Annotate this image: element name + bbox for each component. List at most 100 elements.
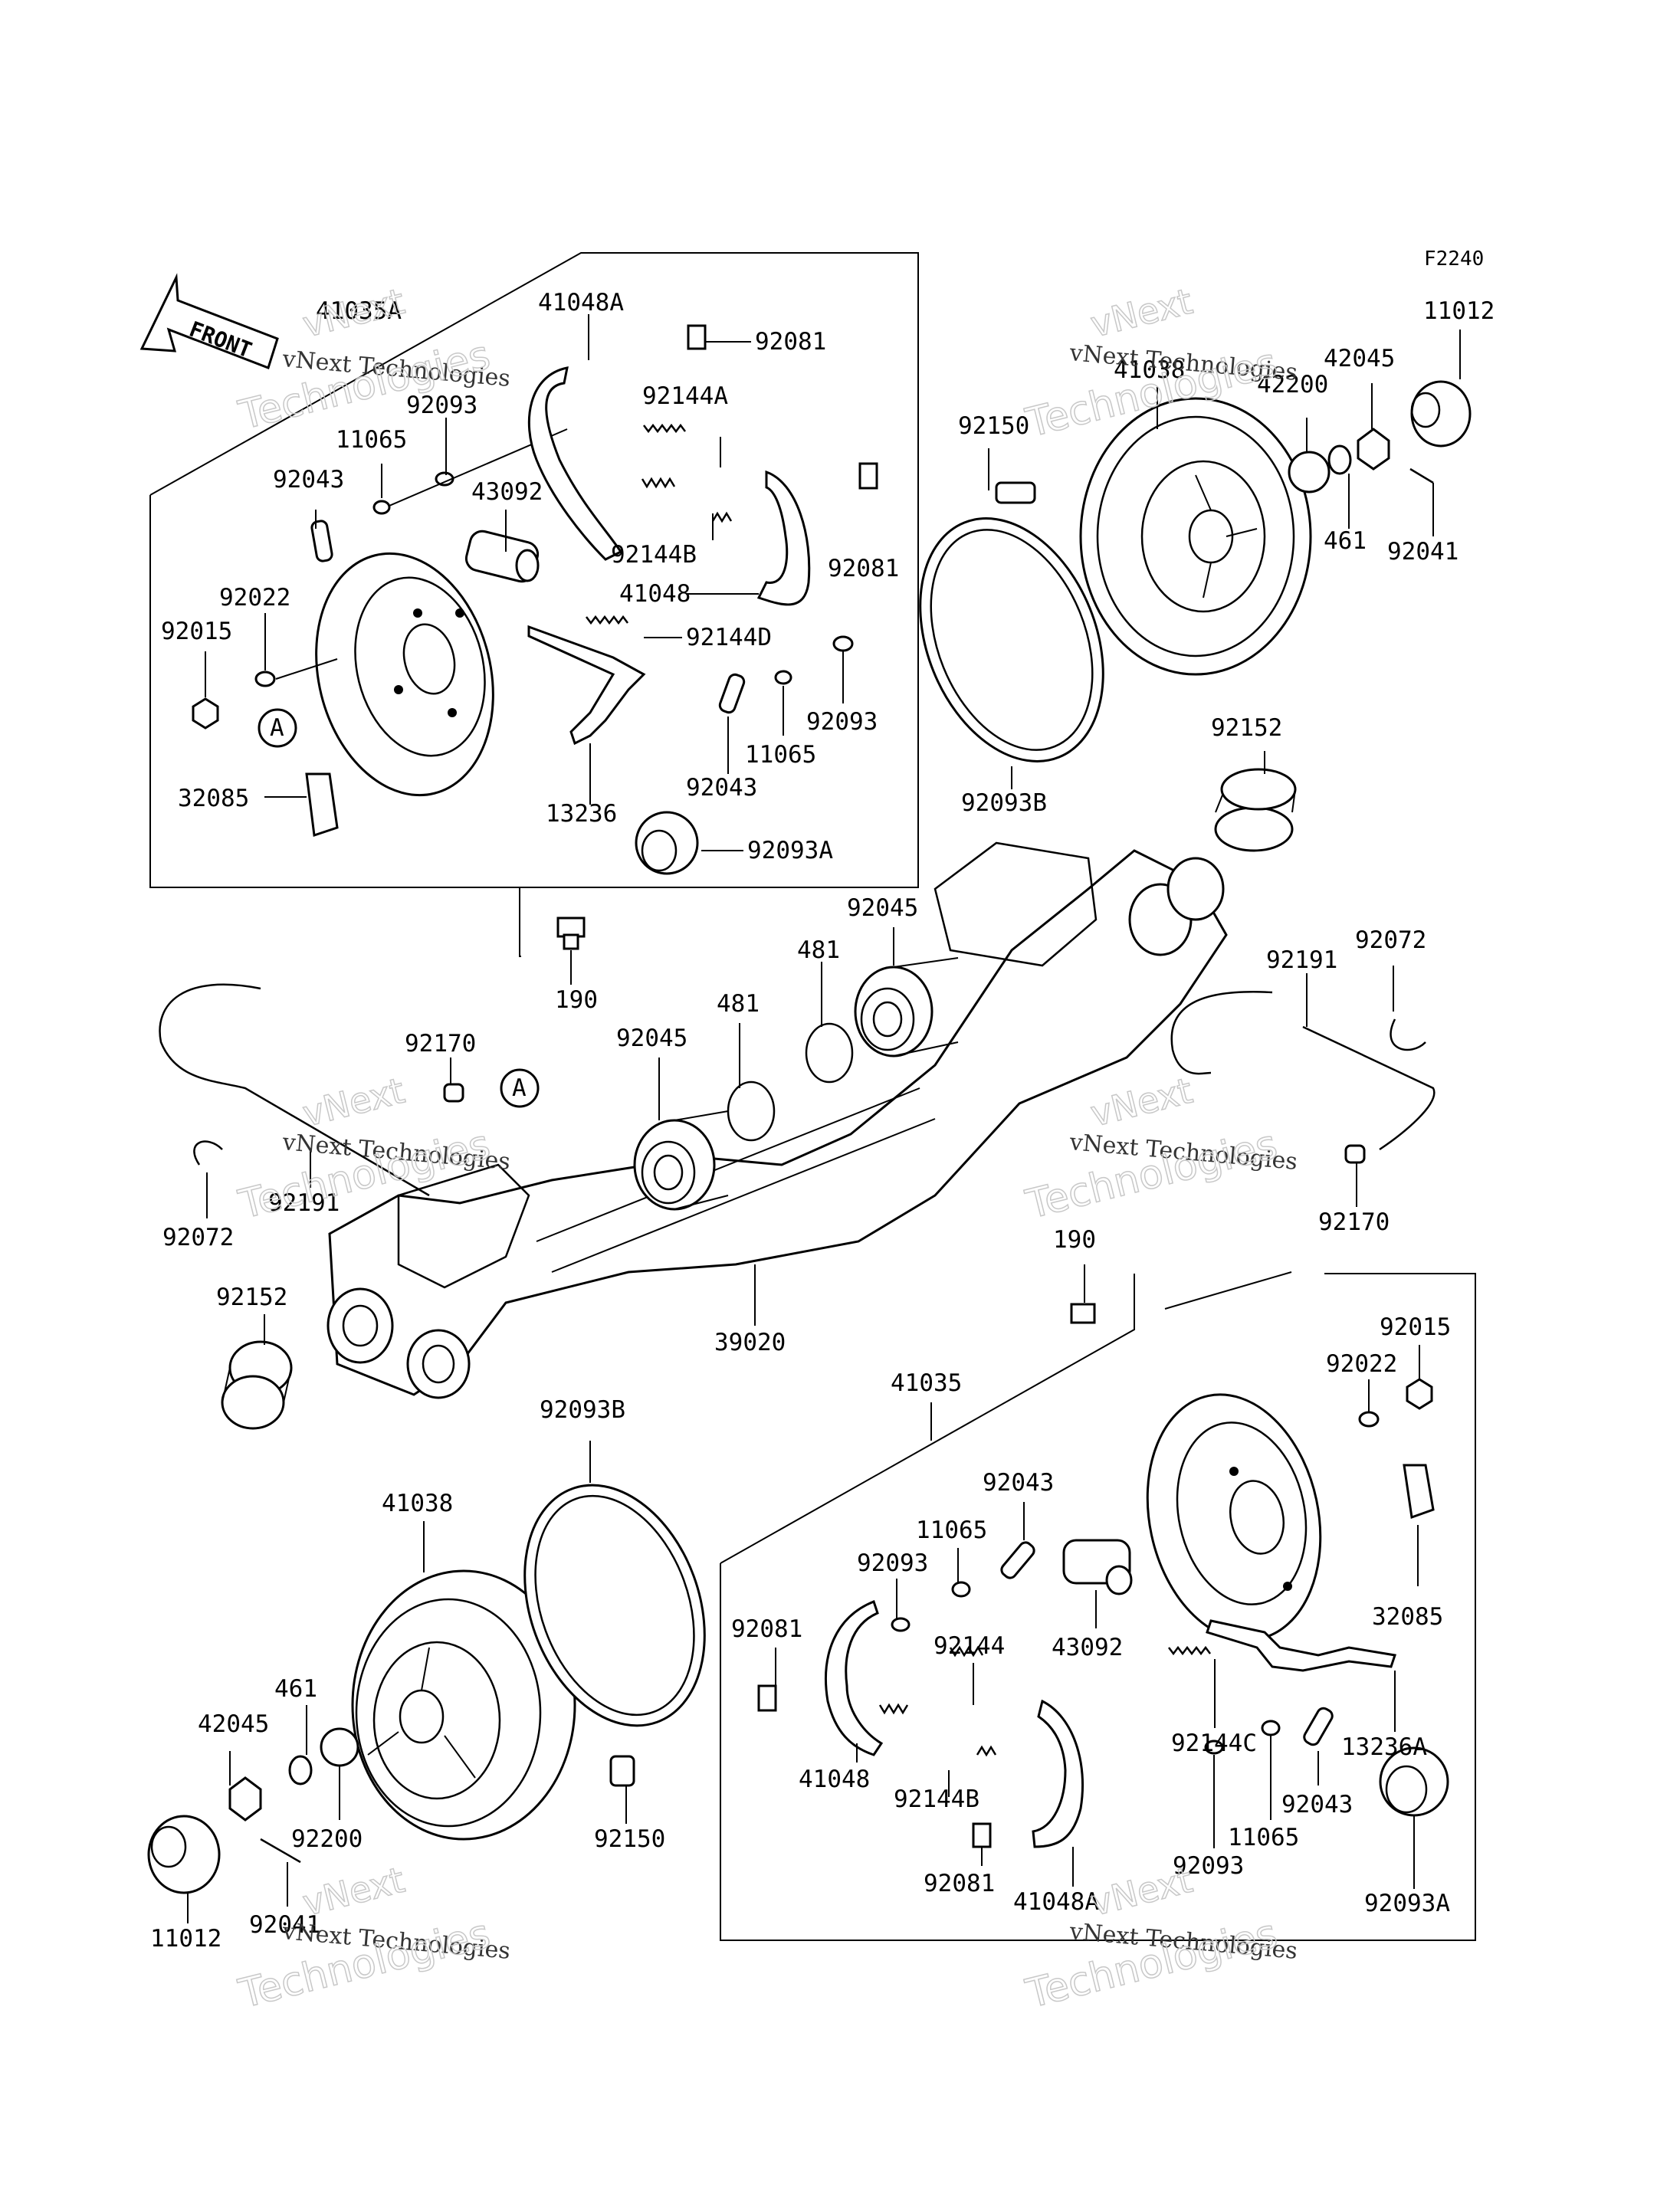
pin-92043-top2 [718, 673, 746, 714]
label-92093A: 92093A [747, 837, 833, 864]
backing-plate-left [315, 552, 494, 797]
label-11065: 11065 [1228, 1824, 1299, 1851]
label-92081: 92081 [755, 328, 826, 356]
label-92043: 92043 [686, 774, 757, 802]
clamp-92072-left [193, 1140, 223, 1166]
label-41038: 41038 [382, 1490, 453, 1517]
label-32085: 32085 [1372, 1603, 1443, 1631]
label-92081: 92081 [924, 1870, 995, 1897]
ref-marker-a-mid: A [500, 1068, 540, 1108]
lever-13236A [1206, 1619, 1396, 1672]
axle-housing-39020 [326, 841, 1228, 1399]
label-92144C: 92144C [1171, 1730, 1257, 1757]
label-92144A: 92144A [642, 382, 728, 410]
svg-text:vNext: vNext [299, 1859, 409, 1924]
washer-92200-bottom [320, 1727, 359, 1767]
label-92081: 92081 [828, 555, 899, 582]
bearing-92045-mid [633, 1110, 729, 1211]
label-190: 190 [555, 986, 598, 1014]
label-42045: 42045 [198, 1710, 269, 1738]
label-92144: 92144 [934, 1632, 1005, 1660]
label-92093A: 92093A [1364, 1890, 1450, 1917]
label-92043: 92043 [273, 466, 344, 494]
watermark-br: vNext vNext Technologies Technologies [1021, 1858, 1298, 2018]
label-11065: 11065 [336, 426, 407, 454]
circlip-481-top [805, 1022, 854, 1084]
washer-92022-top [254, 671, 276, 687]
label-92191: 92191 [268, 1189, 340, 1217]
label-11012: 11012 [150, 1925, 221, 1953]
group-box-lower-right [720, 1274, 1135, 1564]
washer-92022-bottom [1358, 1411, 1380, 1428]
label-92093: 92093 [1173, 1852, 1244, 1880]
brake-shoe-41048A-top [527, 366, 623, 561]
svg-text:A: A [512, 1074, 527, 1102]
seal-92093A-top [635, 811, 699, 875]
label-92144B: 92144B [894, 1785, 979, 1813]
bearing-92045-top [854, 957, 959, 1058]
label-461: 461 [1324, 527, 1367, 555]
label-481: 481 [797, 936, 840, 964]
label-92093: 92093 [857, 1549, 928, 1577]
wheel-cylinder-top [464, 530, 540, 583]
backing-plate-bottom [1146, 1393, 1322, 1641]
washer-11065-top2 [774, 670, 792, 685]
svg-text:vNext: vNext [1087, 280, 1196, 346]
washer-11065-bottom2 [1261, 1720, 1281, 1736]
label-92093B: 92093B [961, 789, 1047, 817]
clip-92081-top2 [858, 462, 878, 490]
oring-92093B-top [919, 517, 1104, 762]
retainer-32085-top [305, 772, 339, 838]
brake-hose-92191-left [159, 983, 430, 1197]
leader-lines [187, 314, 1461, 1923]
spring-92144B-top [641, 477, 733, 523]
seal-92093A-bottom [1379, 1746, 1449, 1817]
label-92072: 92072 [1355, 926, 1426, 954]
label-92015: 92015 [161, 618, 232, 645]
label-11065: 11065 [916, 1517, 987, 1544]
washer-11065-bottom [951, 1581, 971, 1598]
lever-13236 [527, 625, 646, 746]
label-92093: 92093 [806, 708, 878, 736]
label-41035: 41035 [891, 1369, 962, 1397]
label-11065: 11065 [745, 741, 816, 769]
pin-92041-bottom [260, 1838, 301, 1864]
clip-92081-bottom2 [972, 1822, 992, 1848]
label-92022: 92022 [219, 584, 290, 612]
washer-92093-top2 [832, 635, 854, 652]
clip-92081-top1 [687, 324, 707, 350]
label-92045: 92045 [847, 894, 918, 922]
label-32085: 32085 [178, 785, 249, 812]
pin-92041-top [1409, 467, 1434, 484]
pin-92043-bottom2 [1303, 1707, 1334, 1746]
label-41048A: 41048A [1013, 1888, 1099, 1916]
label-11012: 11012 [1423, 297, 1495, 325]
spring-92144B-bottom [878, 1703, 997, 1757]
label-43092: 43092 [471, 478, 543, 506]
washer-461-bottom [288, 1755, 313, 1785]
label-461: 461 [274, 1675, 317, 1703]
svg-text:vNext: vNext [299, 280, 409, 346]
bush-92152-left [221, 1340, 293, 1430]
pin-92043-bottom [1000, 1541, 1035, 1579]
label-92191: 92191 [1266, 946, 1337, 974]
svg-text:vNext: vNext [1087, 1070, 1196, 1135]
label-92144B: 92144B [611, 541, 697, 569]
label-92072: 92072 [162, 1224, 234, 1251]
label-92152: 92152 [1211, 714, 1282, 742]
label-41048: 41048 [799, 1766, 870, 1793]
label-92041: 92041 [1387, 538, 1459, 566]
ref-marker-a-top: A [258, 708, 297, 748]
bolt-190-right [1070, 1303, 1096, 1324]
label-92043: 92043 [1281, 1791, 1353, 1818]
part-labels: 41035A 41048A 92081 92144A 92093 11065 9… [150, 289, 1495, 1953]
pin-92043-top [310, 520, 333, 562]
brake-drum-top [1079, 397, 1312, 676]
label-92093: 92093 [406, 392, 477, 419]
label-92170: 92170 [1318, 1208, 1390, 1236]
wheel-cylinder-bottom [1062, 1539, 1133, 1595]
label-41048A: 41048A [538, 289, 624, 316]
spring-92144D [586, 615, 628, 625]
svg-text:vNext: vNext [1087, 1859, 1196, 1924]
